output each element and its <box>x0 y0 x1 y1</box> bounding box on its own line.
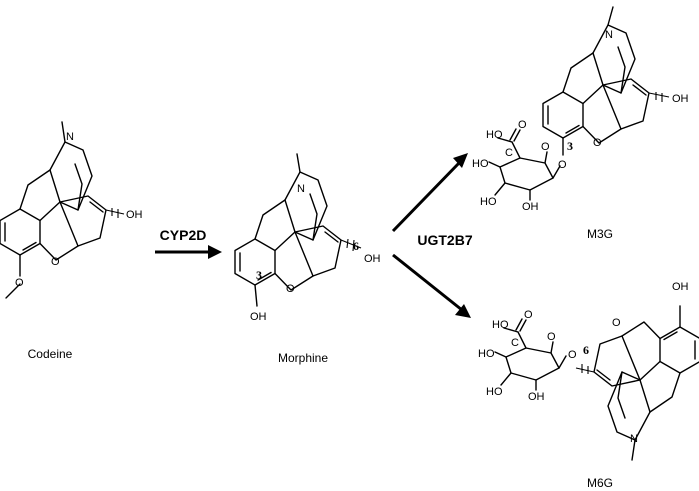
codeine-label: Codeine <box>28 347 73 361</box>
m3g-oh-label: OH <box>522 201 539 213</box>
morphine-3-oh-label: OH <box>250 311 267 323</box>
m6g-n-atom: N <box>630 433 638 445</box>
m3g-position-3: 3 <box>567 139 573 153</box>
m3g-carboxyl-ho-label: HO <box>486 129 503 141</box>
m6g-oh-label: OH <box>528 391 545 403</box>
codeine-methoxy-o-atom: O <box>15 277 24 289</box>
m3g-6-oh-label: OH <box>672 93 689 105</box>
arrow-to-m3g <box>391 153 468 233</box>
m3g-ho-label-1: HO <box>472 158 489 170</box>
codeine-n-atom: N <box>66 131 74 143</box>
m6g-glucuronide-structure <box>494 318 567 391</box>
m3g-morphinan-structure <box>542 6 670 156</box>
m6g-carboxyl-ho-label: HO <box>492 319 509 331</box>
morphine-position-3: 3 <box>256 268 262 282</box>
m3g-carboxyl-c-atom: C <box>505 147 513 159</box>
morphine-6-oh-label: OH <box>364 253 381 265</box>
morphine-furan-o-atom: O <box>286 283 295 295</box>
morphine-position-6: 6 <box>353 239 359 253</box>
arrow-cyp2d <box>155 245 222 259</box>
m6g-carboxyl-o-atom: O <box>524 309 533 321</box>
m6g-morphinan-structure <box>575 305 699 461</box>
m3g-carboxyl-o-atom: O <box>518 119 527 131</box>
arrow-to-m6g <box>392 253 471 318</box>
m6g-carboxyl-c-atom: C <box>511 337 519 349</box>
m6g-ho-label-1: HO <box>478 348 495 360</box>
m3g-ho-label-2: HO <box>480 196 497 208</box>
m6g-ring-o-atom: O <box>547 331 556 343</box>
enzyme-ugt2b7-label: UGT2B7 <box>417 232 472 248</box>
morphine-label: Morphine <box>278 351 328 365</box>
m3g-label: M3G <box>587 227 613 241</box>
m6g-glycosidic-o-atom: O <box>568 349 577 361</box>
m6g-furan-o-atom: O <box>612 317 621 329</box>
m3g-glycosidic-o-atom: O <box>558 159 567 171</box>
m3g-n-atom: N <box>605 29 613 41</box>
codeine-structure <box>0 121 125 299</box>
enzyme-cyp2d-label: CYP2D <box>160 227 207 243</box>
morphine-n-atom: N <box>297 183 305 195</box>
m6g-label: M6G <box>587 476 613 490</box>
m6g-position-6: 6 <box>583 343 589 357</box>
morphine-structure <box>234 153 362 307</box>
codeine-furan-o-atom: O <box>51 256 60 268</box>
codeine-oh-label: OH <box>126 209 143 221</box>
m6g-ho-label-2: HO <box>486 386 503 398</box>
m3g-furan-o-atom: O <box>593 137 602 149</box>
m3g-ring-o-atom: O <box>541 141 550 153</box>
m6g-3-oh-label: OH <box>672 281 689 293</box>
m3g-glucuronide-structure <box>488 128 561 201</box>
